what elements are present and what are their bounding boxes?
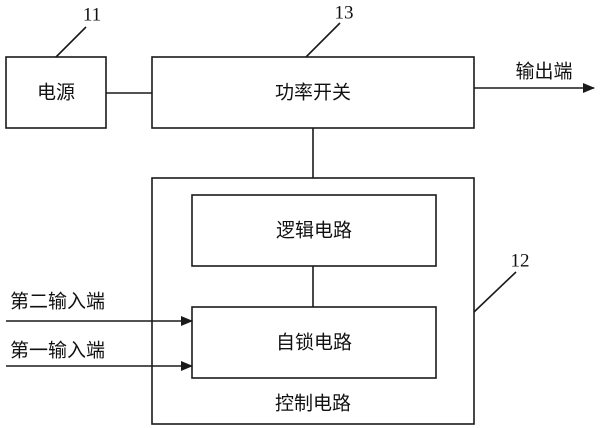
self-lock-circuit-block (191, 306, 437, 379)
ref-13-leader (305, 22, 341, 58)
self-lock-circuit-label: 自锁电路 (276, 332, 352, 354)
second-input-terminal-label: 第二输入端 (10, 291, 105, 313)
ref-number-12: 12 (511, 250, 530, 271)
ref-number-13: 13 (335, 2, 354, 23)
output-terminal-label: 输出端 (515, 61, 572, 83)
ref-12-leader (473, 271, 517, 313)
logic-circuit-label: 逻辑电路 (276, 220, 352, 242)
logic-circuit-block (191, 194, 437, 267)
ref-number-11: 11 (83, 4, 101, 25)
control-circuit-label: 控制电路 (275, 393, 351, 415)
first-input-terminal-label: 第一输入端 (10, 340, 105, 362)
power-label: 电源 (37, 82, 75, 104)
ref-11-leader (55, 26, 87, 58)
power-block (5, 56, 107, 129)
power-switch-label: 功率开关 (275, 82, 351, 104)
power-switch-block (151, 56, 475, 129)
